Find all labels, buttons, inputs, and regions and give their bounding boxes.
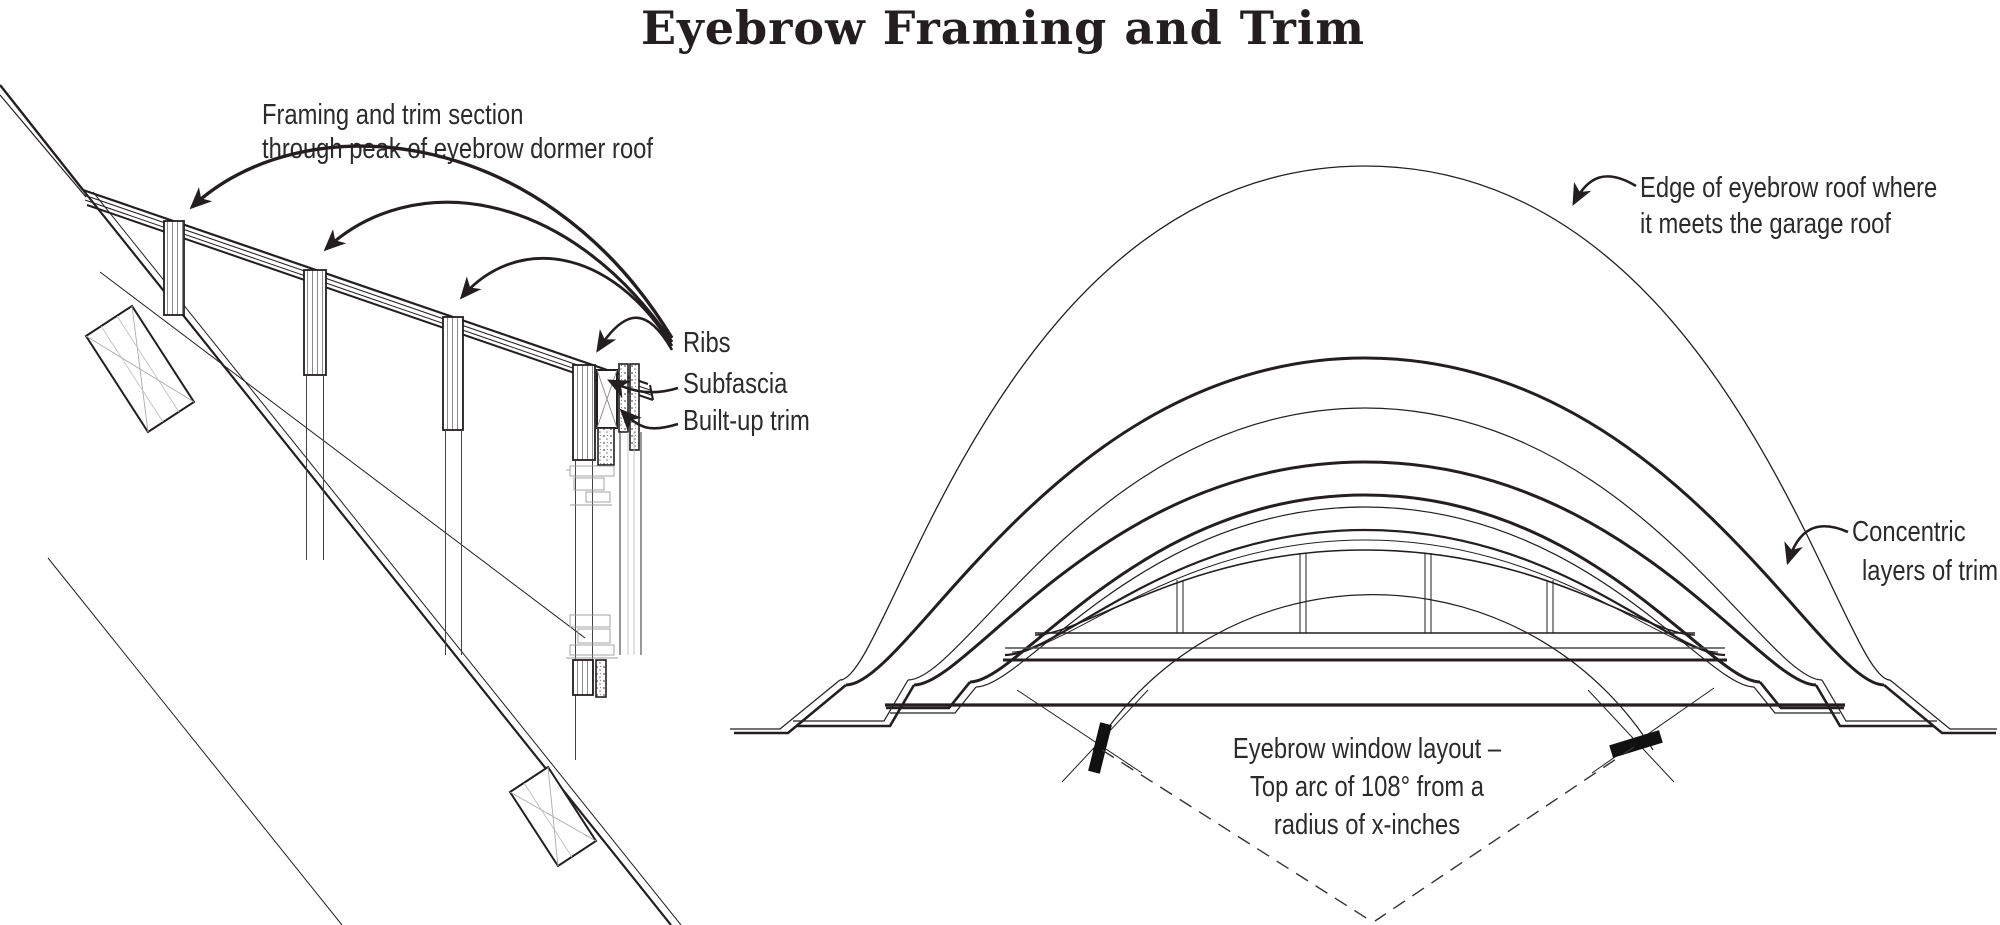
page-title: Eyebrow Framing and Trim	[641, 1, 1365, 55]
trim-curve-3	[913, 460, 1817, 687]
built-up-trim-leader-arrow	[619, 408, 679, 432]
trim-flare-left	[730, 679, 977, 735]
rib-1	[163, 220, 185, 316]
cross-slash-right	[1587, 689, 1675, 783]
trim-curve-1	[845, 356, 1885, 687]
arc-end-tick-right	[1609, 730, 1663, 758]
radius-line-left	[1016, 689, 1143, 774]
dashed-radius-right	[1374, 746, 1635, 922]
dashed-radius-left	[1101, 749, 1372, 922]
rib-4	[572, 364, 596, 461]
label-edge-line2: it meets the garage roof	[1640, 207, 1892, 240]
label-ribs: Ribs	[683, 326, 731, 359]
label-layout-line3: radius of x-inches	[1274, 808, 1460, 841]
elevation-diagram: Edge of eyebrow roof where it meets the …	[730, 165, 1998, 922]
window-arch-inner	[1034, 549, 1696, 636]
trim-curve-2	[907, 407, 1823, 681]
roof-blocking-lower	[508, 765, 598, 868]
label-layout-line1: Eyebrow window layout –	[1233, 732, 1501, 765]
subfascia-block	[596, 369, 618, 429]
eyebrow-window	[1003, 528, 1727, 662]
subfascia-leader-arrow	[607, 379, 679, 399]
section-caption-line1: Framing and trim section	[262, 98, 523, 131]
trim-curve-4	[969, 493, 1761, 684]
rib-2	[303, 269, 327, 376]
ribs-leader-arrows	[189, 144, 674, 353]
concentric-leader-arrow	[1784, 524, 1849, 566]
label-layout-line2: Top arc of 108° from a	[1250, 770, 1484, 803]
window-head-profile	[566, 465, 615, 506]
window-mullions	[1176, 553, 1554, 633]
trim-flare-right	[1753, 679, 1997, 735]
layout-arc	[1092, 594, 1654, 751]
label-subfascia: Subfascia	[683, 367, 788, 400]
sill-framing-blocks	[572, 659, 607, 698]
window-arch-middle	[1011, 539, 1719, 653]
roof-blocking-upper	[84, 304, 196, 434]
edge-leader-arrow	[1572, 175, 1637, 206]
ribs-group	[163, 220, 596, 760]
label-edge-line1: Edge of eyebrow roof where	[1640, 171, 1937, 204]
label-concentric-line2: layers of trim	[1862, 554, 1998, 587]
section-diagram: Framing and trim section through peak of…	[0, 84, 810, 925]
rib-3	[442, 316, 464, 431]
layout-geometry	[1016, 594, 1715, 922]
arc-end-tick-left	[1088, 722, 1112, 774]
window-frame-section	[619, 432, 642, 655]
label-concentric-line1: Concentric	[1852, 515, 1966, 548]
radius-line-right	[1591, 687, 1715, 774]
eyebrow-roof-edge-curve	[839, 165, 1891, 681]
window-sill-profile	[566, 614, 618, 659]
trim-curves	[845, 356, 1885, 688]
label-built-up-trim: Built-up trim	[683, 404, 810, 437]
